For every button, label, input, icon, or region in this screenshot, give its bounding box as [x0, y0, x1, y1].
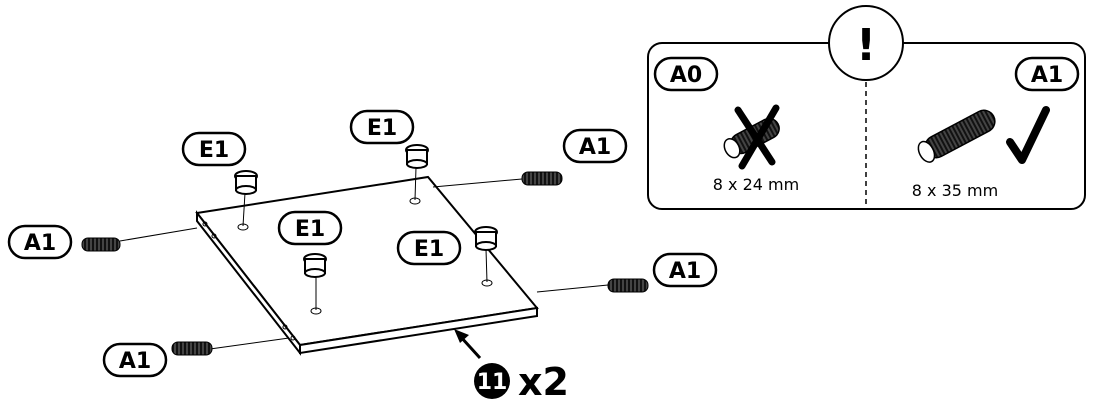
- label-a1-right: A1: [652, 252, 718, 288]
- label-a1-top-right: A1: [562, 128, 628, 164]
- cam-lock-e1-2: [405, 144, 429, 201]
- svg-text:11: 11: [477, 370, 508, 395]
- svg-text:A1: A1: [119, 349, 151, 374]
- svg-text:E1: E1: [414, 237, 444, 262]
- svg-text:A1: A1: [1031, 63, 1063, 88]
- label-e1-3: E1: [277, 210, 343, 246]
- svg-text:!: !: [856, 20, 876, 71]
- label-a1-left: A1: [7, 224, 73, 260]
- part-number-badge: [474, 363, 510, 399]
- svg-text:E1: E1: [295, 217, 325, 242]
- svg-text:A1: A1: [24, 231, 56, 256]
- svg-text:8 x 24 mm: 8 x 24 mm: [713, 175, 799, 194]
- svg-text:x2: x2: [518, 360, 569, 404]
- label-e1-1: E1: [181, 131, 247, 167]
- svg-text:A0: A0: [670, 63, 702, 88]
- svg-text:E1: E1: [199, 138, 229, 163]
- cam-lock-e1-4: [474, 226, 498, 283]
- warning-icon: [828, 5, 904, 81]
- cross-icon: [734, 104, 780, 170]
- dowel-a1-top-right: [432, 171, 563, 188]
- dowel-a1-bottom: [171, 337, 290, 356]
- svg-text:8 x 35 mm: 8 x 35 mm: [912, 181, 998, 200]
- label-a1-bottom: A1: [102, 342, 168, 378]
- cam-lock-e1-1: [234, 170, 258, 227]
- svg-text:A1: A1: [669, 259, 701, 284]
- dowel-a1-left: [81, 227, 198, 252]
- svg-text:A1: A1: [579, 135, 611, 160]
- check-icon: [1006, 106, 1050, 164]
- dowel-a1-long: [917, 109, 996, 163]
- cam-lock-e1-3: [303, 253, 327, 310]
- dowel-a1-right: [536, 278, 649, 293]
- label-e1-2: E1: [349, 109, 415, 145]
- svg-text:E1: E1: [367, 116, 397, 141]
- warning-box: ! A0 8 x 24 mm A1 8 x 35 mm: [647, 5, 1086, 210]
- label-e1-4: E1: [396, 230, 462, 266]
- panel-callout: 11 x2: [454, 329, 569, 404]
